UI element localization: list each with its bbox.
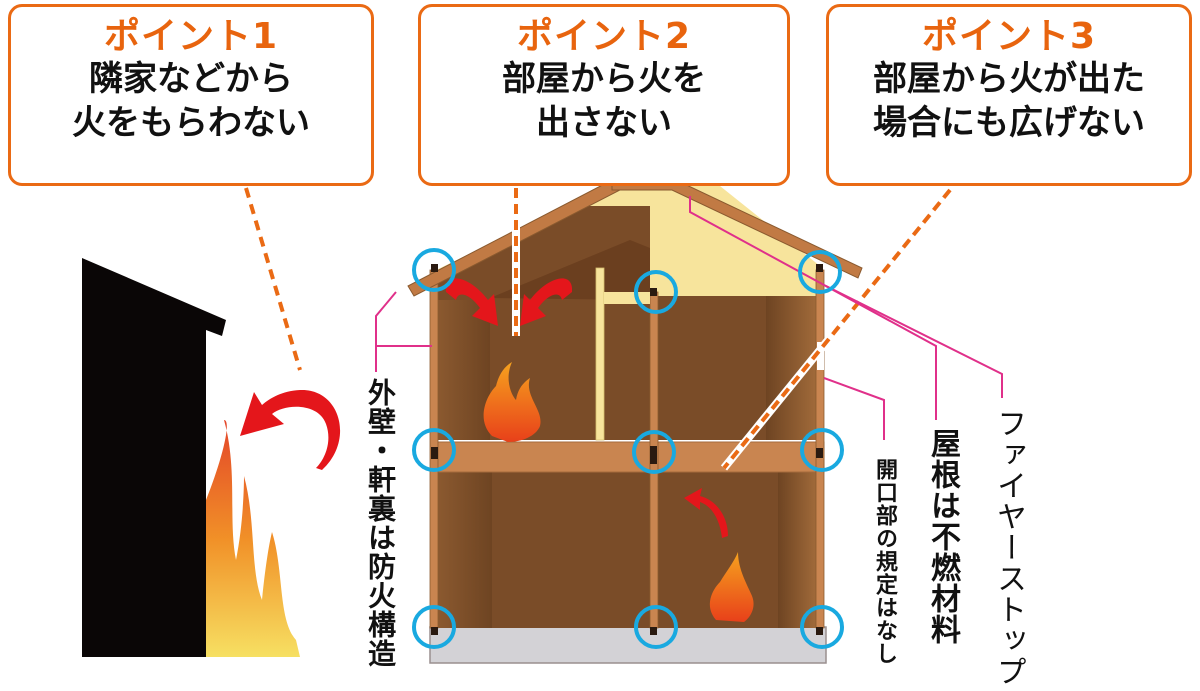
neighbor-fire-icon bbox=[206, 420, 300, 657]
firestop-label: ファイヤーストップ bbox=[991, 408, 1026, 687]
foundation bbox=[429, 626, 827, 664]
point1-line2: 火をもらわない bbox=[72, 103, 310, 143]
point3-callout: ポイント3 部屋から火が出た 場合にも広げない bbox=[826, 4, 1192, 186]
exterior-wall-label: 外壁・軒裏は防火構造 bbox=[364, 378, 397, 668]
neighbor-house bbox=[82, 258, 226, 657]
openings-label: 開口部の規定はなし bbox=[872, 458, 897, 665]
heat-flow-arrows-icon bbox=[445, 278, 728, 538]
room-fire-icon-lower bbox=[709, 552, 754, 622]
point1-line1: 隣家などから bbox=[89, 59, 293, 99]
point1-title: ポイント1 bbox=[103, 16, 279, 57]
fire-spread-arrow-icon bbox=[240, 389, 341, 470]
point3-line2: 場合にも広げない bbox=[873, 103, 1145, 143]
house-cross-section bbox=[407, 179, 863, 664]
label-leader-lines bbox=[375, 196, 1003, 440]
point1-leader bbox=[244, 187, 302, 371]
point3-title: ポイント3 bbox=[921, 16, 1097, 57]
point2-title: ポイント2 bbox=[516, 16, 692, 57]
point2-line2: 出さない bbox=[536, 103, 672, 143]
joint-circles bbox=[412, 248, 844, 649]
point1-callout: ポイント1 隣家などから 火をもらわない bbox=[8, 4, 374, 186]
point3-leader bbox=[720, 187, 954, 471]
roof-label: 屋根は不燃材料 bbox=[925, 428, 960, 645]
room-fire-icon-upper bbox=[483, 362, 541, 442]
point2-line1: 部屋から火を bbox=[502, 59, 706, 99]
point3-line1: 部屋から火が出た bbox=[873, 59, 1145, 99]
point2-callout: ポイント2 部屋から火を 出さない bbox=[418, 4, 790, 186]
